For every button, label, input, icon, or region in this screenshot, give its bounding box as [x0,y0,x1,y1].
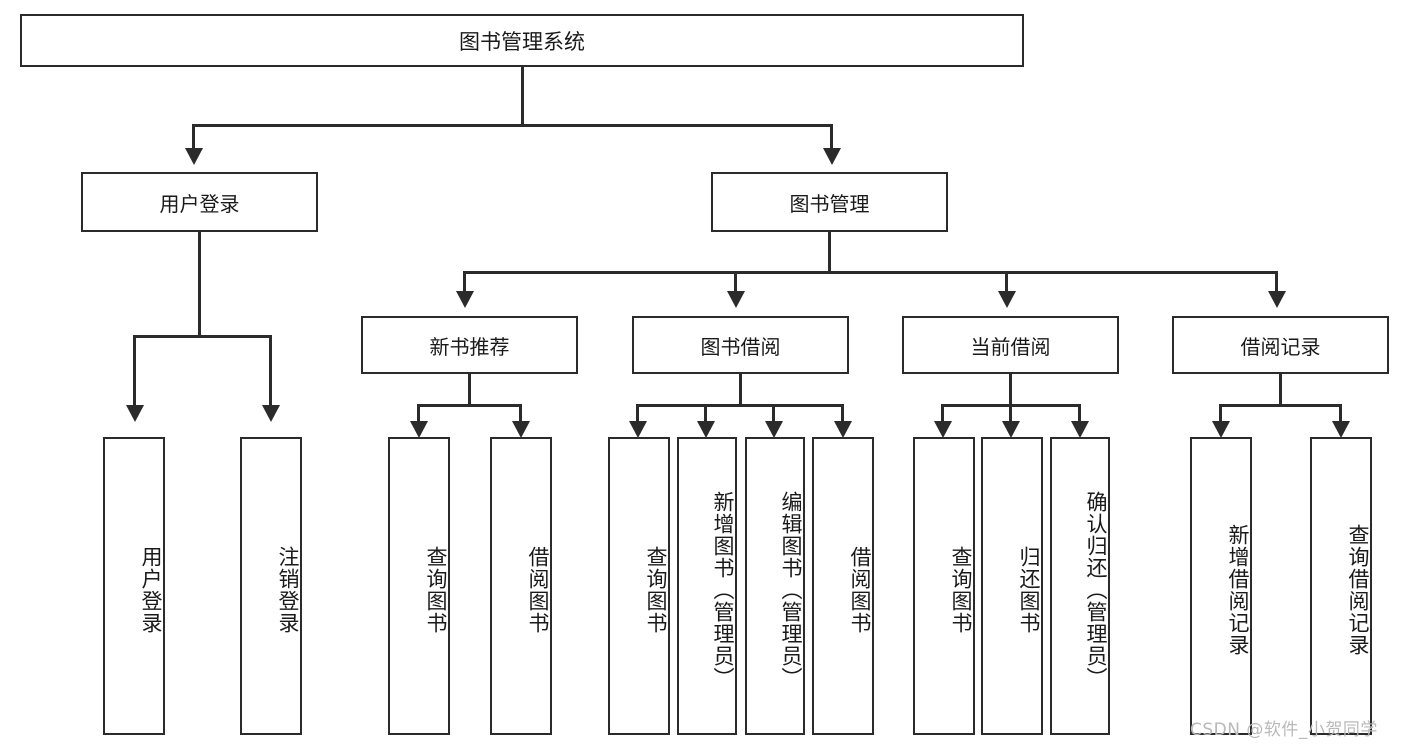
node-label: 查询借阅记录 [1346,524,1370,656]
node-label: 新增图书（管理员） [711,491,735,689]
arrow-new-book-leaf-1 [410,421,428,438]
leaf-borrow-book-1: 借阅图书 [490,437,552,735]
node-book-manage: 图书管理 [711,172,948,232]
node-new-book-recommend: 新书推荐 [361,316,578,374]
edge-user-login-drop-2 [269,335,272,407]
node-label: 借阅记录 [1240,334,1321,359]
arrow-book-borrow-leaf-3 [765,421,783,438]
arrow-book-manage-child-3 [998,291,1016,308]
edge-book-manage-bus [463,271,1278,274]
arrow-book-borrow-leaf-4 [834,421,852,438]
edge-new-book-drop-1 [417,404,420,426]
edge-root-to-book-manage [830,124,833,150]
arrow-book-borrow-leaf-2 [697,421,715,438]
arrow-user-login-leaf-2 [262,405,280,422]
leaf-query-book-3: 查询图书 [913,437,975,735]
edge-borrow-record-stem [1279,374,1282,406]
arrow-book-manage-child-4 [1268,291,1286,308]
edge-book-borrow-drop-2 [704,404,707,426]
leaf-user-login: 用户登录 [103,437,165,735]
edge-new-book-drop-2 [519,404,522,426]
edge-user-login-bus [133,335,272,338]
edge-book-borrow-drop-3 [772,404,775,426]
edge-book-manage-drop-1 [463,271,466,293]
node-label: 确认归还（管理员） [1084,491,1108,689]
node-label: 新增借阅记录 [1226,524,1250,656]
leaf-query-record: 查询借阅记录 [1310,437,1372,735]
edge-user-login-stem [198,232,201,337]
edge-borrow-record-bus [1219,404,1342,407]
arrow-book-manage-child-1 [456,291,474,308]
leaf-add-record: 新增借阅记录 [1190,437,1252,735]
edge-book-manage-stem [828,232,831,273]
edge-book-borrow-drop-1 [636,404,639,426]
arrow-current-borrow-leaf-2 [1002,421,1020,438]
leaf-add-book: 新增图书（管理员） [677,437,737,735]
edge-book-manage-drop-4 [1275,271,1278,293]
node-label: 查询图书 [424,546,448,634]
node-label: 查询图书 [949,546,973,634]
node-label: 图书管理 [789,191,870,216]
node-borrow-record: 借阅记录 [1172,316,1389,374]
edge-borrow-record-drop-2 [1339,404,1342,426]
leaf-query-book-1: 查询图书 [388,437,450,735]
node-root-system: 图书管理系统 [20,14,1024,67]
node-label: 查询图书 [644,546,668,634]
edge-current-borrow-stem [1009,374,1012,406]
node-label: 注销登录 [276,546,300,634]
arrow-borrow-record-leaf-2 [1332,421,1350,438]
edge-root-stem [521,67,524,125]
node-label: 编辑图书（管理员） [779,491,803,689]
arrow-current-borrow-leaf-1 [934,421,952,438]
node-label: 图书管理系统 [459,29,585,54]
arrow-root-to-book-manage [823,148,841,165]
node-book-borrow: 图书借阅 [632,316,849,374]
node-current-borrow: 当前借阅 [902,316,1119,374]
arrow-borrow-record-leaf-1 [1212,421,1230,438]
arrow-new-book-leaf-2 [512,421,530,438]
arrow-book-borrow-leaf-1 [629,421,647,438]
edge-new-book-bus [417,404,522,407]
edge-book-manage-drop-2 [734,271,737,293]
node-user-login: 用户登录 [81,172,318,232]
node-label: 借阅图书 [848,546,872,634]
leaf-confirm-return: 确认归还（管理员） [1050,437,1110,735]
leaf-return-book: 归还图书 [981,437,1043,735]
edge-user-login-drop-1 [133,335,136,407]
node-label: 图书借阅 [700,334,781,359]
edge-root-to-user-login [192,124,195,150]
arrow-user-login-leaf-1 [126,405,144,422]
leaf-borrow-book-2: 借阅图书 [812,437,874,735]
edge-book-borrow-stem [739,374,742,406]
watermark-text: CSDN @软件_小贺同学 [1190,720,1378,740]
edge-borrow-record-drop-1 [1219,404,1222,426]
edge-current-borrow-drop-1 [941,404,944,426]
node-label: 当前借阅 [970,334,1051,359]
leaf-logout-login: 注销登录 [240,437,302,735]
node-label: 用户登录 [139,546,163,634]
edge-new-book-stem [468,374,471,406]
leaf-query-book-2: 查询图书 [608,437,670,735]
leaf-edit-book: 编辑图书（管理员） [745,437,805,735]
arrow-current-borrow-leaf-3 [1071,421,1089,438]
node-label: 用户登录 [159,191,240,216]
node-label: 归还图书 [1017,546,1041,634]
edge-current-borrow-drop-3 [1078,404,1081,426]
arrow-root-to-user-login [185,148,203,165]
edge-book-borrow-bus [636,404,844,407]
node-label: 新书推荐 [429,334,510,359]
edge-current-borrow-drop-2 [1009,404,1012,426]
edge-book-borrow-drop-4 [841,404,844,426]
arrow-book-manage-child-2 [727,291,745,308]
edge-root-bus [192,124,833,127]
node-label: 借阅图书 [526,546,550,634]
edge-book-manage-drop-3 [1005,271,1008,293]
